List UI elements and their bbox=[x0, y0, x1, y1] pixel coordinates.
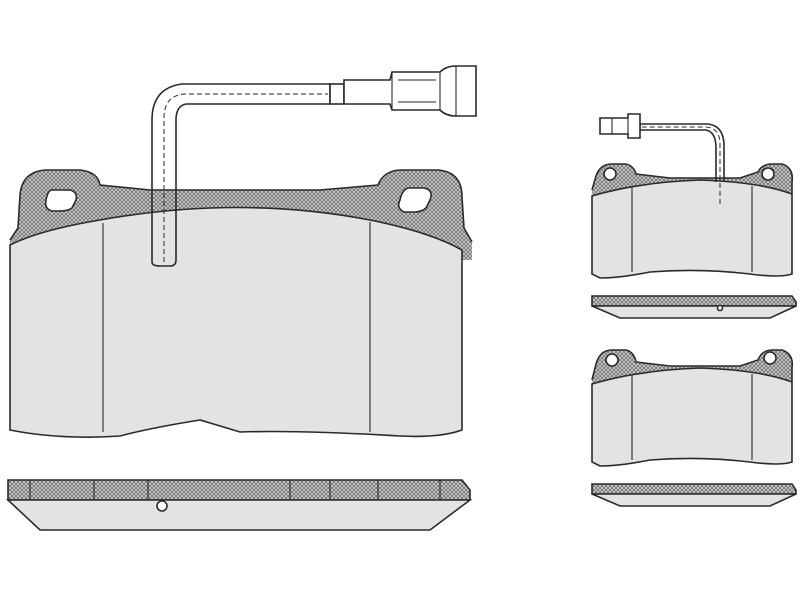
large-pad-friction-material bbox=[10, 207, 462, 438]
large-pad-front-view bbox=[9, 65, 477, 438]
left-ear-hole bbox=[44, 189, 78, 212]
large-pad-side-rivet bbox=[156, 500, 168, 512]
small-pad-front-view bbox=[591, 113, 794, 279]
small-pad-side-view bbox=[591, 295, 797, 319]
right-ear-hole bbox=[397, 187, 432, 213]
large-pad-wear-sensor bbox=[151, 65, 477, 267]
small-pad-wear-sensor bbox=[599, 113, 725, 204]
small-pad-front-view-second bbox=[591, 349, 794, 467]
large-pad-side-view bbox=[5, 479, 473, 531]
small-pad-side-view-second bbox=[591, 483, 797, 507]
